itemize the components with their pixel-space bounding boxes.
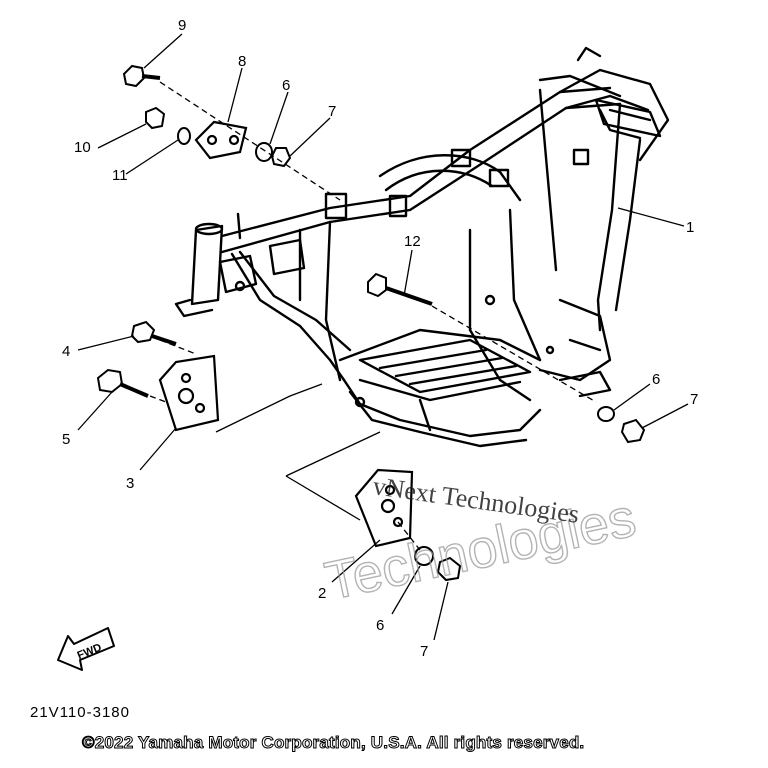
callout-7c: 7	[420, 643, 428, 660]
callout-6a: 6	[282, 77, 290, 94]
callout-1: 1	[686, 219, 694, 236]
fasteners	[96, 64, 646, 582]
watermark: Technologies vNext Technologies	[319, 471, 641, 612]
callout-2: 2	[318, 585, 326, 602]
callout-3: 3	[126, 475, 134, 492]
diagram-part-code: 21V110-3180	[30, 704, 130, 721]
engine-mount-plate-lower	[354, 468, 414, 548]
callout-9: 9	[178, 17, 186, 34]
copyright-notice: ©2022 Yamaha Motor Corporation, U.S.A. A…	[81, 733, 585, 753]
callout-7a: 7	[328, 103, 336, 120]
callout-labels: 9 8 6 7 10 11 1 12 4 5 3 6 7 2 6 7	[62, 17, 698, 660]
main-frame	[174, 46, 670, 448]
callout-7b: 7	[690, 391, 698, 408]
fwd-arrow-icon: FWD	[57, 627, 115, 671]
callout-12: 12	[404, 233, 421, 250]
leader-lines	[77, 33, 689, 641]
upper-engine-bracket	[194, 120, 248, 160]
callout-4: 4	[62, 343, 70, 360]
callout-5: 5	[62, 431, 70, 448]
callout-11: 11	[112, 167, 128, 184]
callout-6b: 6	[652, 371, 660, 388]
callout-8: 8	[238, 53, 246, 70]
callout-10: 10	[74, 139, 91, 156]
callout-6c: 6	[376, 617, 384, 634]
engine-mount-plate-front	[158, 354, 220, 432]
